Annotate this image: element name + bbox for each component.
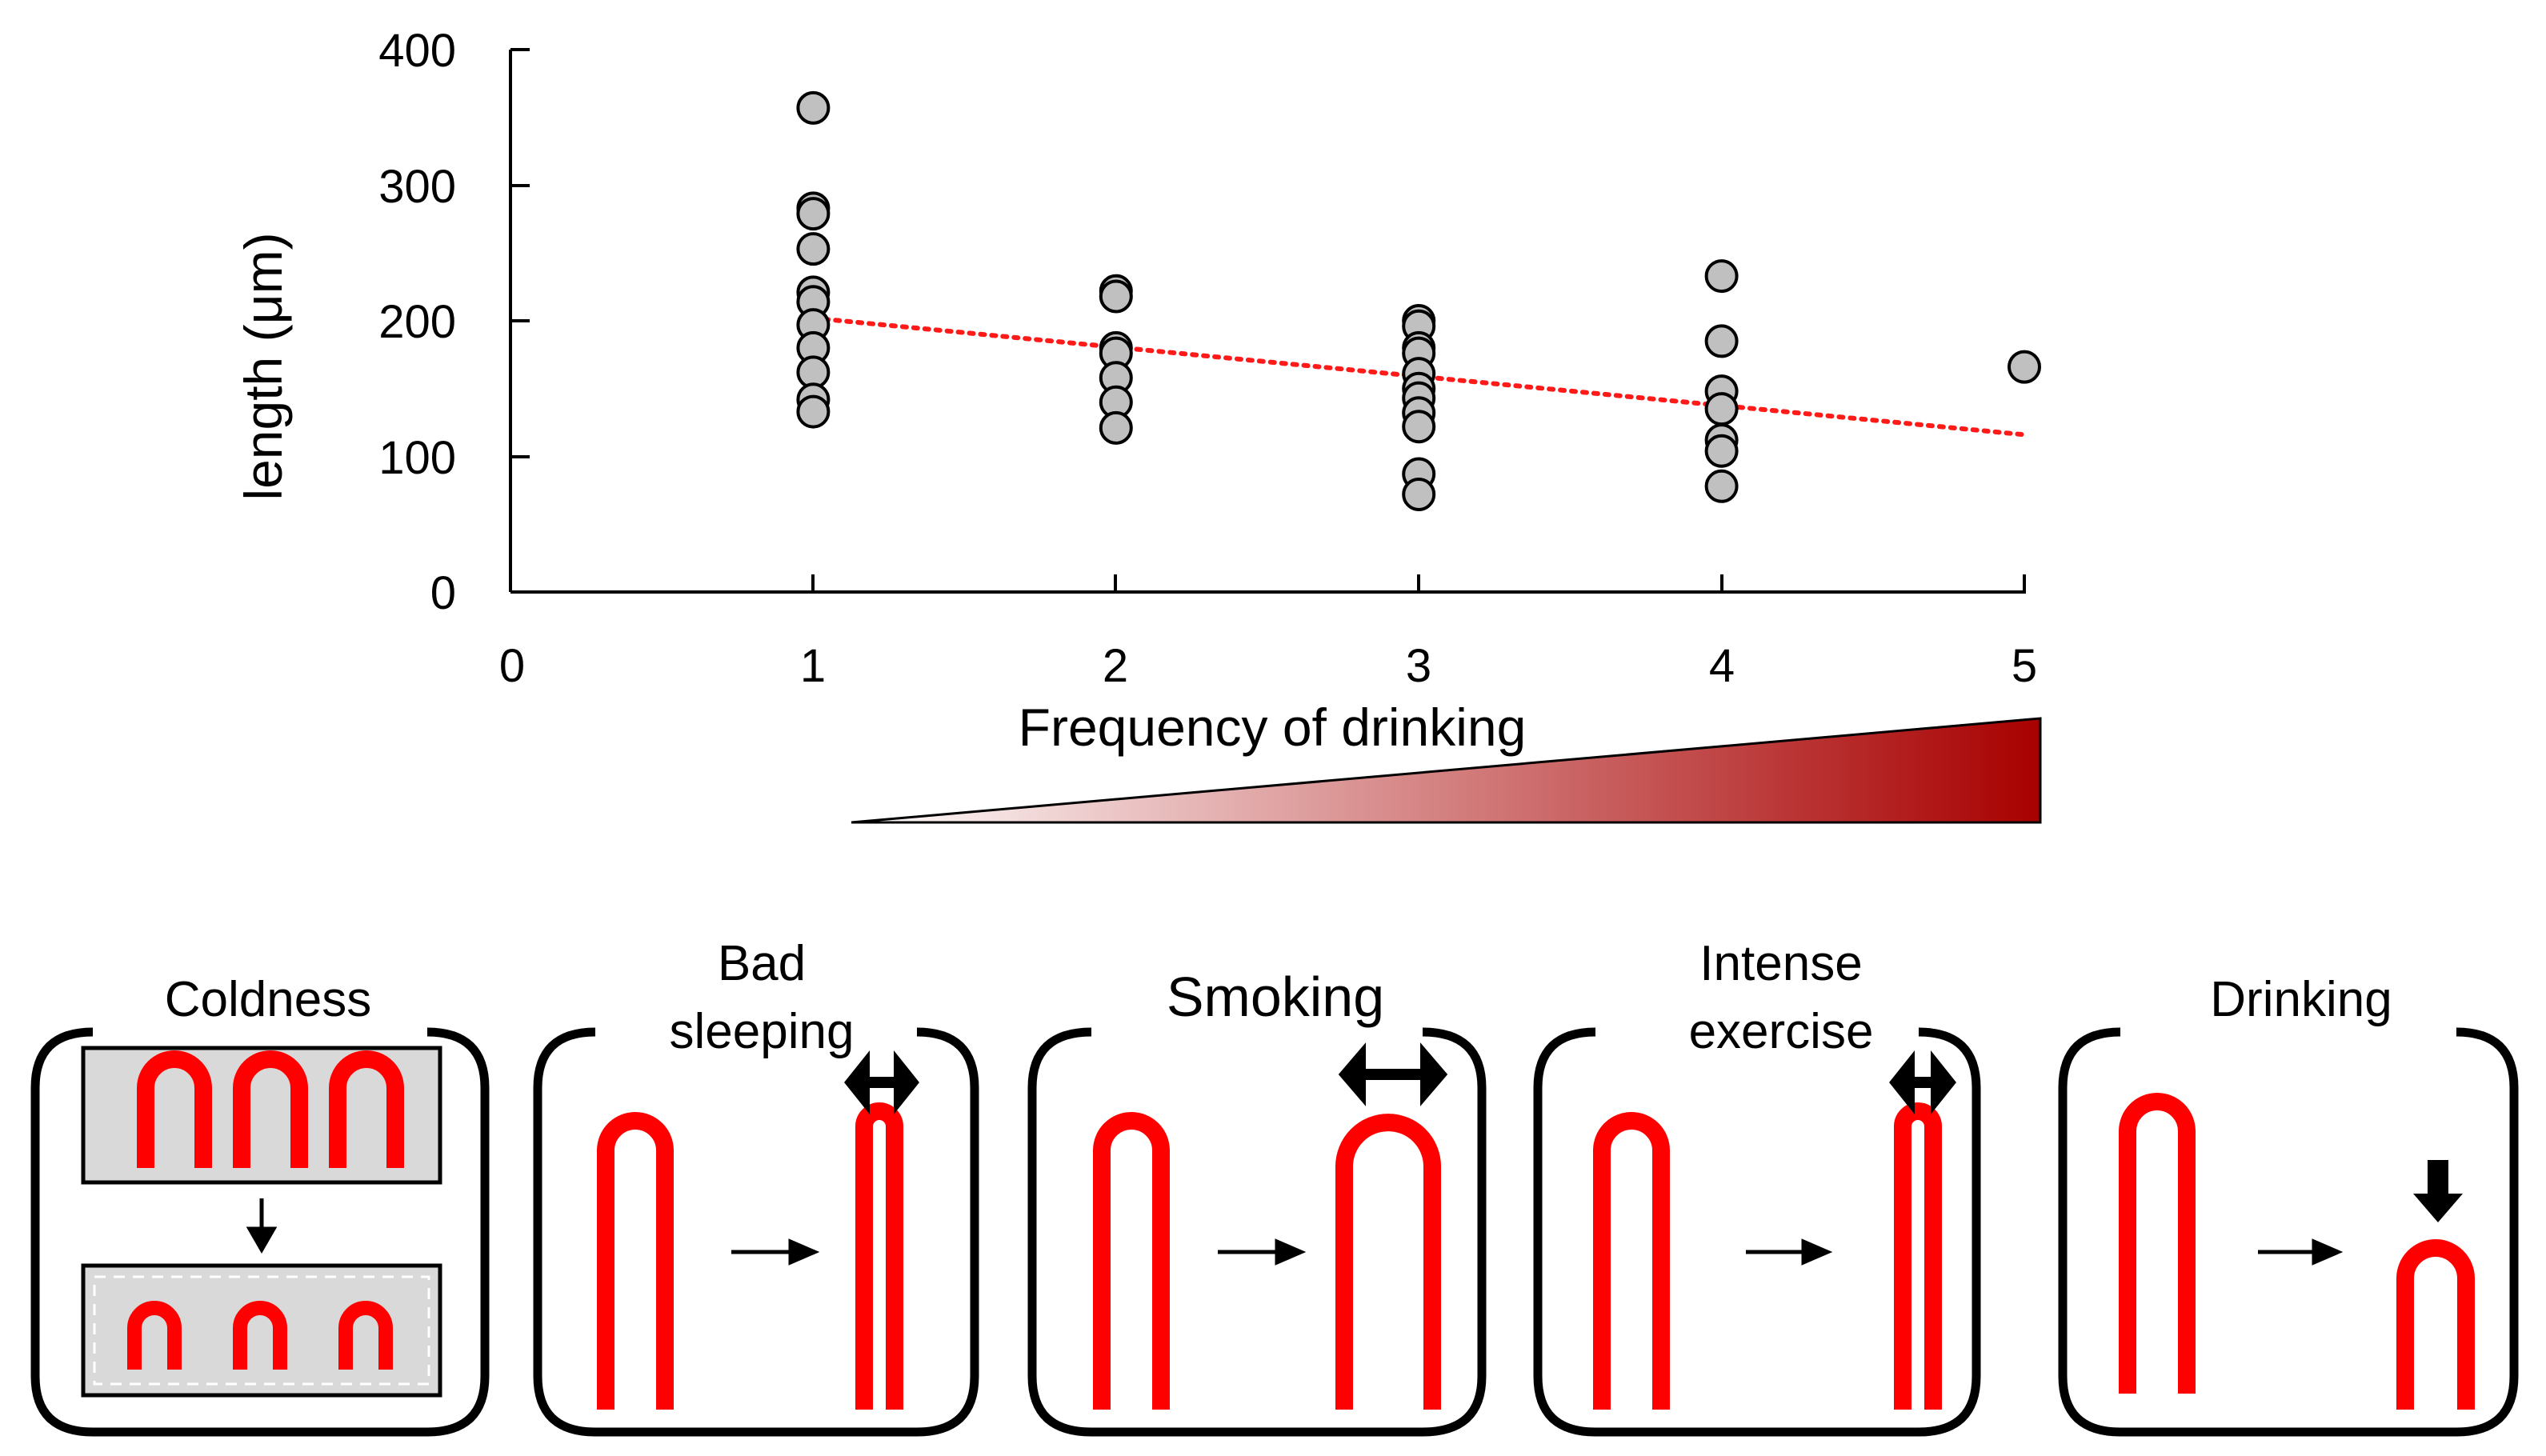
- capillary-loop-short: [2396, 1239, 2475, 1410]
- panel-label-line2: exercise: [1689, 1004, 1874, 1059]
- panel-label: Smoking: [1167, 966, 1384, 1028]
- data-point: [1099, 410, 1133, 445]
- panel-label: Drinking: [2210, 972, 2392, 1027]
- data-point: [1704, 324, 1739, 358]
- x-tick-label: 3: [1406, 640, 1431, 692]
- capillary-loop-wide: [1335, 1114, 1441, 1410]
- panel-label: Coldness: [165, 972, 371, 1027]
- x-axis: 0 1 2 3 4 5: [499, 574, 2037, 692]
- panel-coldness: Coldness: [30, 972, 490, 1437]
- capillary-loop-normal: [1093, 1112, 1170, 1410]
- capillary-loop: [233, 1050, 308, 1168]
- down-arrow-icon: [246, 1198, 278, 1254]
- data-point: [2008, 350, 2041, 384]
- data-point: [1704, 259, 1739, 294]
- data-points: [796, 90, 2041, 511]
- y-axis-title: length (μm): [234, 232, 293, 500]
- y-tick-label: 0: [430, 567, 456, 619]
- right-arrow-icon: [2258, 1238, 2344, 1266]
- panel-smoking: Smoking: [1027, 966, 1487, 1437]
- capillary-loop-normal: [2119, 1093, 2196, 1394]
- capillary-loop: [137, 1050, 212, 1168]
- panel-bracket: [1027, 1027, 1487, 1437]
- drinking-frequency-ramp: [851, 717, 2042, 824]
- data-point: [1402, 477, 1436, 511]
- capillary-loop-shrunk: [233, 1301, 287, 1370]
- y-tick-label: 400: [378, 25, 456, 77]
- x-tick-label: 0: [499, 640, 525, 692]
- x-tick-label: 5: [2012, 640, 2037, 692]
- panel-bad-sleeping: Bad sleeping: [533, 936, 979, 1437]
- x-axis-title: Frequency of drinking: [1019, 698, 1527, 757]
- panel-intense-exercise: Intense exercise: [1533, 936, 1981, 1437]
- right-arrow-icon: [1746, 1238, 1833, 1266]
- capillary-loop-narrow: [855, 1102, 903, 1410]
- capillary-loop: [329, 1050, 404, 1168]
- right-arrow-icon: [731, 1238, 820, 1266]
- panel-bracket: [2058, 1027, 2519, 1437]
- panel-bracket: [1533, 1027, 1981, 1437]
- data-point: [796, 232, 831, 266]
- y-tick-label: 200: [378, 296, 456, 348]
- y-axis: 400 300 200 100 0 length (μm): [234, 25, 530, 619]
- data-point: [796, 197, 831, 231]
- data-point: [1704, 469, 1739, 503]
- panel-label-line1: Intense: [1699, 936, 1862, 991]
- y-tick-label: 300: [378, 161, 456, 213]
- x-tick-label: 1: [800, 640, 826, 692]
- x-tick-label: 4: [1709, 640, 1735, 692]
- right-arrow-icon: [1218, 1238, 1307, 1266]
- data-point: [1704, 434, 1739, 468]
- panel-bracket: [533, 1027, 979, 1437]
- data-point: [1704, 392, 1739, 426]
- panel-bracket: [30, 1027, 490, 1437]
- scatter-chart: 400 300 200 100 0 length (μm) 0 1 2 3 4 …: [234, 25, 2042, 824]
- panel-label-line1: Bad: [718, 936, 806, 991]
- capillary-loop-normal: [1593, 1112, 1670, 1410]
- down-arrow-icon: [2413, 1160, 2463, 1222]
- y-tick-label: 100: [378, 432, 456, 484]
- capillary-loop-shrunk: [127, 1301, 182, 1370]
- double-arrow-icon: [1338, 1042, 1448, 1106]
- capillary-loop-normal: [597, 1112, 674, 1410]
- data-point: [1402, 410, 1436, 444]
- double-arrow-icon: [1889, 1050, 1956, 1114]
- cold-tissue-dashed-border: [93, 1275, 430, 1386]
- panel-drinking: Drinking: [2058, 972, 2519, 1437]
- x-tick-label: 2: [1103, 640, 1128, 692]
- capillary-loop-narrow: [1894, 1102, 1942, 1410]
- data-point: [796, 394, 831, 429]
- data-point: [796, 90, 831, 125]
- data-point: [1099, 279, 1133, 314]
- double-arrow-icon: [844, 1050, 919, 1114]
- capillary-loop-shrunk: [338, 1301, 393, 1370]
- panel-label-line2: sleeping: [670, 1004, 855, 1059]
